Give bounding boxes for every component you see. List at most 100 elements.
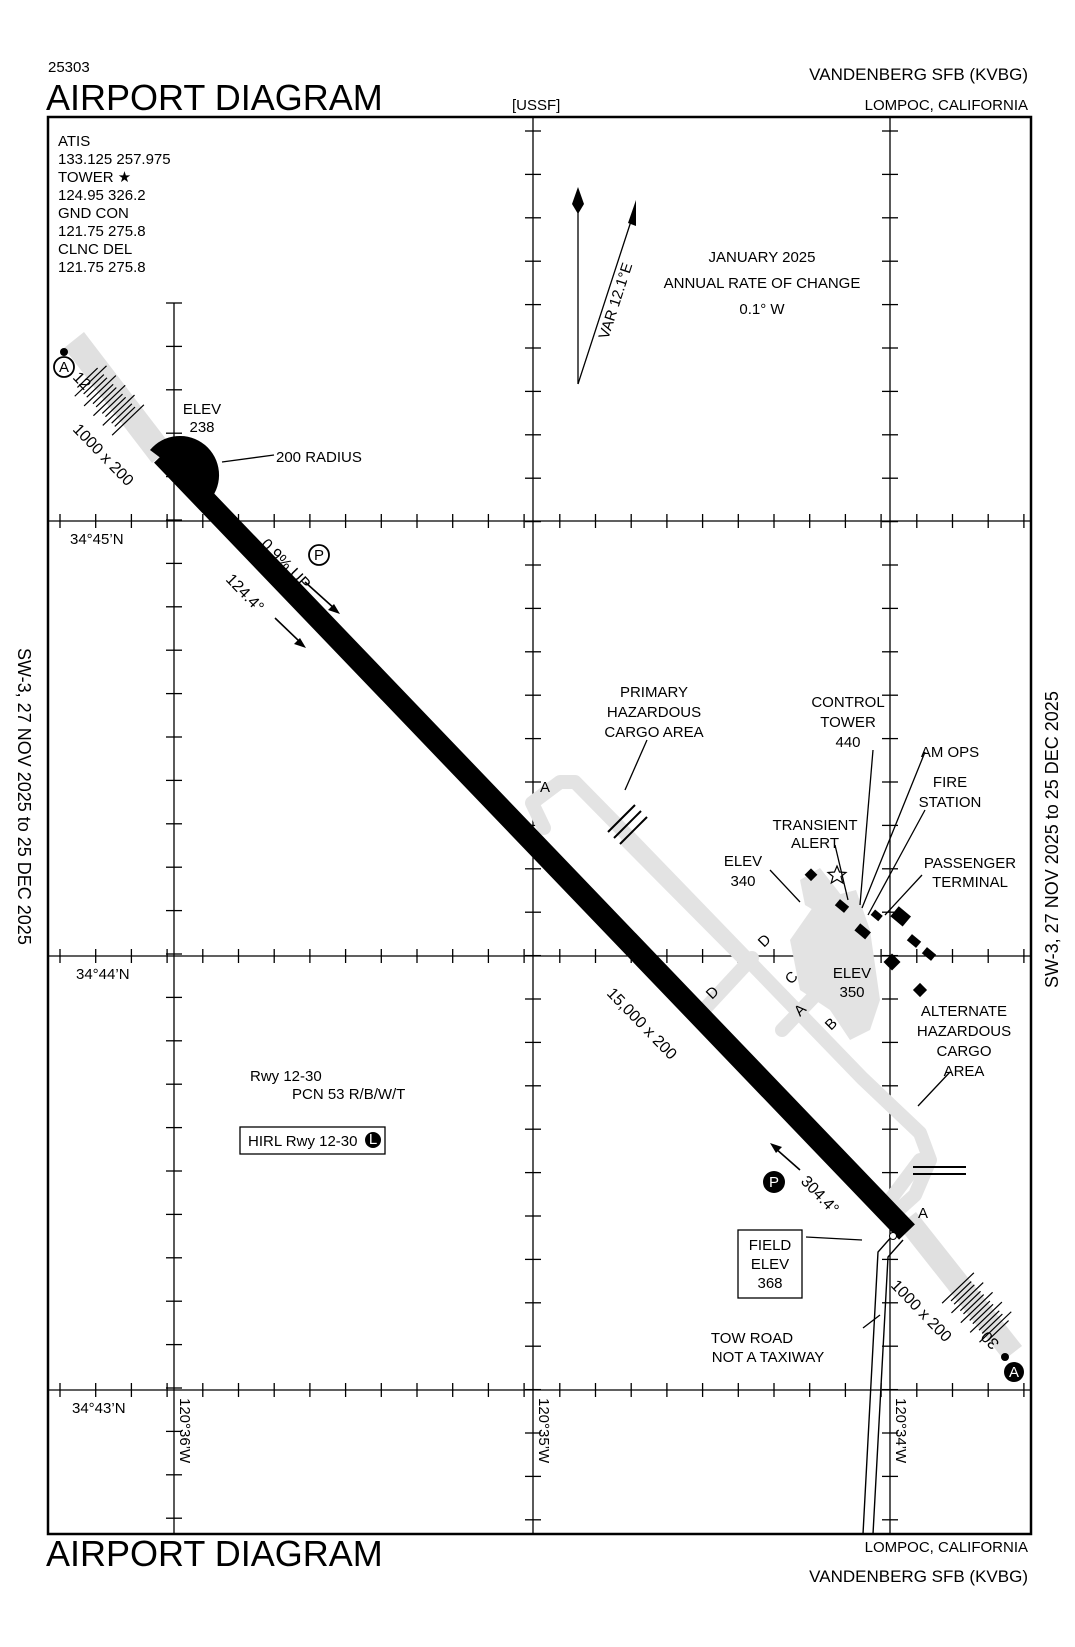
- field-elev-box: [737, 1229, 803, 1299]
- chart-frame: [46, 115, 1033, 1536]
- city-name: LOMPOC, CALIFORNIA: [865, 97, 1028, 114]
- arrow-head-1: [328, 604, 340, 614]
- taxiway-d1: D: [755, 931, 775, 951]
- hot-spot-a-nw: [53, 356, 75, 378]
- approach-light-bar: [74, 365, 107, 397]
- runway-12-30: [154, 447, 915, 1240]
- overrun-nw-dims: 1000 x 200: [69, 421, 136, 490]
- parking-nw: [308, 544, 330, 566]
- transient-alert-2: ALERT: [791, 835, 839, 852]
- field-elev-2: ELEV: [751, 1256, 789, 1273]
- operator-label: [USSF]: [512, 97, 560, 114]
- primary-cargo-3: CARGO AREA: [604, 724, 703, 741]
- grid-tick-marks: [59, 130, 1025, 1521]
- footer-title: AIRPORT DIAGRAM: [46, 1533, 383, 1574]
- elev-340-value: 340: [730, 873, 755, 890]
- approach-light-bar: [83, 375, 117, 407]
- magnetic-north-arrow: [628, 200, 636, 226]
- apron-bldg-1: [883, 953, 901, 971]
- passenger-terminal-2: TERMINAL: [932, 874, 1008, 891]
- chart-number: 25303: [48, 59, 90, 76]
- am-ops-label: AM OPS: [921, 744, 979, 761]
- control-tower-star: [826, 864, 848, 885]
- tower-bldg-2: [854, 923, 871, 940]
- freq-clnc-value: 121.75 275.8: [58, 259, 146, 276]
- primary-cargo-marks: [607, 804, 648, 845]
- terminal-bldg-2: [921, 947, 937, 961]
- heading-124: 124.4°: [222, 571, 266, 616]
- approach-light-bar: [83, 374, 105, 395]
- approach-light-bar: [92, 383, 114, 405]
- lon-120-35: 120°35’W: [535, 1398, 552, 1464]
- transient-alert-1: TRANSIENT: [772, 817, 857, 834]
- freq-tower-name: TOWER ★: [58, 169, 131, 186]
- true-north-arrow: [572, 187, 584, 214]
- lat-34-43: 34°43’N: [72, 1400, 126, 1417]
- freq-gnd-value: 121.75 275.8: [58, 223, 146, 240]
- runway-end-se-marker: [889, 1232, 897, 1240]
- terminal-bldg-1: [906, 934, 922, 948]
- radius-label: 200 RADIUS: [276, 449, 362, 466]
- lon-120-36: 120°36’W: [176, 1398, 193, 1464]
- approach-bars-nw: [74, 365, 145, 436]
- control-tower-1: CONTROL: [811, 694, 884, 711]
- alt-cargo-2: HAZARDOUS: [917, 1023, 1011, 1040]
- elev-340-label: ELEV: [724, 853, 762, 870]
- primary-cargo-1: PRIMARY: [620, 684, 688, 701]
- approach-light-bar: [981, 1313, 1003, 1334]
- tower-bldg-1: [834, 899, 850, 913]
- airport-name: VANDENBERG SFB (KVBG): [809, 65, 1028, 84]
- approach-light-bar: [101, 393, 123, 414]
- lighting-label: HIRL Rwy 12-30: [248, 1133, 357, 1150]
- approach-light-bar: [953, 1284, 975, 1305]
- elev-350-value: 350: [839, 984, 864, 1001]
- side-label-right: SW-3, 27 NOV 2025 to 25 DEC 2025: [1042, 691, 1062, 988]
- lighting-badge: [365, 1132, 381, 1148]
- alt-cargo-4: AREA: [944, 1063, 985, 1080]
- parking-nw-label: P: [314, 547, 324, 564]
- approach-light-bar: [111, 404, 145, 436]
- primary-cargo-2: HAZARDOUS: [607, 704, 701, 721]
- lon-120-34: 120°34’W: [892, 1398, 909, 1464]
- approach-light-bar: [950, 1281, 972, 1302]
- freq-gnd-name: GND CON: [58, 205, 129, 222]
- elev-350-label: ELEV: [833, 965, 871, 982]
- approach-light-bar: [111, 403, 133, 424]
- frequency-block: ATIS 133.125 257.975 TOWER ★ 124.95 326.…: [58, 133, 171, 276]
- heading-304: 304.4°: [797, 1173, 841, 1218]
- passenger-terminal-1: PASSENGER: [924, 855, 1016, 872]
- approach-bars-se: [941, 1272, 1012, 1343]
- leader-lines: [221, 454, 951, 1329]
- buildings: [804, 868, 937, 998]
- mag-date: JANUARY 2025: [708, 249, 815, 266]
- freq-tower-value: 124.95 326.2: [58, 187, 146, 204]
- tow-road-1: TOW ROAD: [711, 1330, 793, 1347]
- approach-light-bar: [959, 1290, 981, 1312]
- variation-label: VAR 12.1°E: [596, 261, 637, 341]
- fire-station-bldg: [890, 906, 911, 927]
- alternate-cargo-marks: [913, 1166, 966, 1175]
- approach-light-bar: [972, 1303, 994, 1325]
- hot-spot-a-se-label: A: [1009, 1364, 1019, 1381]
- transient-alert-bldg: [804, 868, 818, 882]
- approach-light-bar: [105, 396, 127, 418]
- alt-cargo-1: ALTERNATE: [921, 1003, 1007, 1020]
- north-apron: [800, 868, 845, 920]
- arrow-head-2: [294, 638, 306, 648]
- elev-238-value: 238: [189, 419, 214, 436]
- lighting-box: [239, 1126, 386, 1155]
- approach-light-bar: [987, 1320, 1010, 1341]
- runway-info-2: PCN 53 R/B/W/T: [292, 1086, 405, 1103]
- approach-light-bar: [969, 1300, 991, 1321]
- footer-city: LOMPOC, CALIFORNIA: [865, 1539, 1028, 1556]
- radius-blob: [150, 435, 220, 500]
- runway-info-1: Rwy 12-30: [250, 1068, 322, 1085]
- freq-atis-value: 133.125 257.975: [58, 151, 171, 168]
- fire-station-2: STATION: [919, 794, 982, 811]
- approach-light-bar: [114, 406, 136, 427]
- arrow-head-3: [770, 1143, 782, 1153]
- taxiway-a-north: A: [540, 779, 550, 796]
- lat-34-45: 34°45’N: [70, 531, 124, 548]
- chart-title: AIRPORT DIAGRAM: [46, 77, 383, 118]
